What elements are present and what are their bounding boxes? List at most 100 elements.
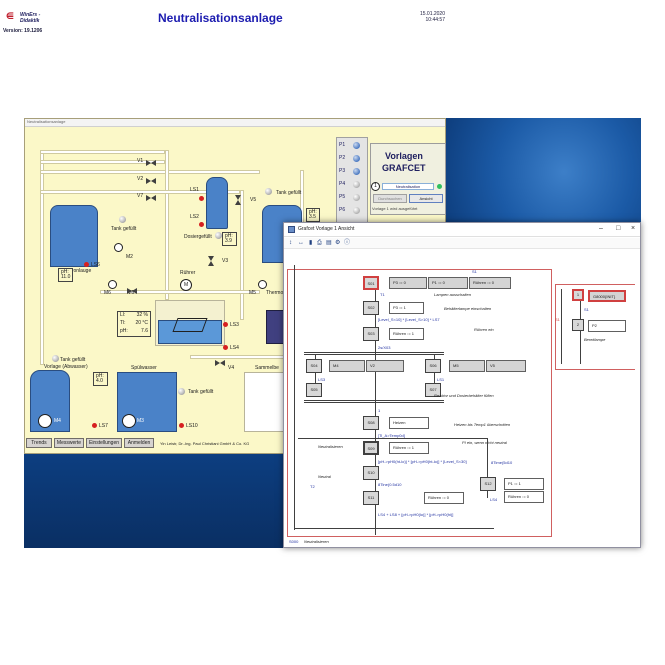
level-label: Ll: bbox=[120, 312, 126, 318]
sensor-ls6 bbox=[84, 262, 89, 267]
close-icon[interactable]: × bbox=[631, 225, 636, 232]
trends-button[interactable]: Trends bbox=[26, 438, 52, 448]
winers-titlebar[interactable]: Neutralisationsanlage bbox=[25, 119, 445, 127]
tank-full-lamp-2 bbox=[265, 188, 272, 195]
winers-window-title: Neutralisationsanlage bbox=[27, 119, 66, 124]
ph-right-readout: pH: 3.5 bbox=[306, 208, 320, 222]
cond-right-s1b: S1 bbox=[555, 317, 560, 322]
stirrer-motor-icon[interactable] bbox=[180, 279, 192, 291]
valve-v5-icon[interactable] bbox=[235, 195, 248, 205]
step-s05[interactable]: S05 bbox=[306, 383, 322, 397]
settings-icon[interactable]: ⚙ bbox=[335, 240, 341, 246]
pump-m5-icon[interactable] bbox=[258, 280, 267, 289]
chart-icon[interactable]: ▤ bbox=[326, 240, 332, 246]
valve-v4-icon[interactable] bbox=[215, 353, 225, 366]
valve-label-v6: V6 bbox=[128, 290, 135, 296]
step-s06[interactable]: S06 bbox=[425, 359, 441, 373]
step-p1[interactable]: 1 bbox=[572, 289, 584, 301]
main-flow-line bbox=[375, 285, 376, 535]
p3-lamp bbox=[353, 168, 360, 175]
plant-time: 10:44:57 bbox=[425, 17, 445, 23]
grafcet-toolbar: ↕ ↔ ▮ ⎙ ▤ ⚙ ⓘ bbox=[284, 238, 640, 249]
step-s02[interactable]: S02 bbox=[363, 301, 379, 315]
step-s10[interactable]: S10 bbox=[363, 466, 379, 480]
pump-label-m5: M5 bbox=[249, 290, 256, 296]
level-row: Ll:32 % bbox=[120, 313, 148, 318]
zoom-in-icon[interactable]: ↕ bbox=[289, 240, 292, 246]
dosier-tank bbox=[206, 177, 228, 229]
text-neutralisieren: Neutralisieren bbox=[318, 444, 343, 449]
branch-right bbox=[434, 354, 435, 394]
p5-label: P5 bbox=[339, 194, 346, 200]
action-heizen: Heizen bbox=[389, 417, 429, 429]
maximize-icon[interactable]: □ bbox=[616, 225, 621, 232]
right-return-line bbox=[561, 289, 562, 364]
step-p2[interactable]: 2 bbox=[572, 319, 584, 331]
red-frame2-left bbox=[555, 284, 556, 369]
sensor-ls1 bbox=[199, 196, 204, 201]
text-reaktor-fuellen: Reaktor und Dosierbehälter füllen bbox=[434, 393, 494, 398]
split-line-1 bbox=[304, 352, 444, 353]
grafcet-window-title: Grafcet Vorlage 1 Ansicht bbox=[298, 226, 355, 232]
valve-label-v1: V1 bbox=[137, 158, 144, 164]
print-icon[interactable]: ⎙ bbox=[317, 240, 322, 246]
anmelden-button[interactable]: Anmelden bbox=[124, 438, 154, 448]
grafcet-canvas: S01 P3 := 0 P1 := 0 Rühren := 0 S1 Lampe… bbox=[284, 249, 640, 547]
text-behaelterlampe: Behälterlampe einschalten bbox=[444, 306, 492, 311]
valve-v3-icon[interactable] bbox=[208, 256, 221, 266]
info-icon[interactable]: ⓘ bbox=[344, 240, 351, 246]
browse-button[interactable]: Durchsuchen bbox=[373, 194, 407, 203]
version-label: Version: 19.1206 bbox=[3, 28, 43, 34]
p5-lamp bbox=[353, 194, 360, 201]
bottom-return bbox=[294, 528, 494, 529]
sensor-label-ls7: LS7 bbox=[99, 423, 108, 429]
pipe-center-vertical bbox=[165, 150, 169, 300]
natron-label: Natronlauge bbox=[64, 268, 92, 274]
minimize-icon[interactable]: – bbox=[599, 225, 603, 232]
pump-m2-icon[interactable] bbox=[114, 243, 123, 252]
branch-s12 bbox=[487, 438, 488, 498]
pump-m3-icon[interactable] bbox=[122, 414, 136, 428]
ph-row: pH:7.6 bbox=[120, 329, 148, 334]
vorlage-name-field[interactable]: Neutralisation bbox=[382, 183, 434, 190]
step-s08[interactable]: S08 bbox=[363, 416, 379, 430]
cond-temp: [Ti_A>Temp0d] bbox=[378, 433, 405, 438]
action-p2: P2 bbox=[588, 320, 626, 332]
valve-label-v2: V2 bbox=[137, 176, 144, 182]
cond-t1: T1 bbox=[380, 292, 385, 297]
valve-v6-icon[interactable] bbox=[127, 281, 137, 294]
step-s07[interactable]: S07 bbox=[425, 383, 441, 397]
save-icon[interactable]: ▮ bbox=[309, 240, 313, 246]
action-p3-0: P3 := 0 bbox=[389, 277, 427, 289]
einstellungen-button[interactable]: Einstellungen bbox=[86, 438, 122, 448]
view-button[interactable]: Ansicht bbox=[409, 194, 443, 203]
messwerte-button[interactable]: Messwerte bbox=[54, 438, 84, 448]
tank-full-label-2: Tank gefüllt bbox=[276, 190, 302, 196]
step-s11[interactable]: S11 bbox=[363, 491, 379, 505]
text-bereitlampe: Bereitlampe bbox=[584, 337, 606, 342]
cond-final: LS4 + LS8 + [pH->pH0(lo)] * [pH->pH0(hi)… bbox=[378, 512, 454, 517]
pump-m6-icon[interactable] bbox=[108, 280, 117, 289]
zoom-out-icon[interactable]: ↔ bbox=[298, 240, 304, 246]
step-s04[interactable]: S04 bbox=[306, 359, 322, 373]
ph-dosier-readout: pH: 3.9 bbox=[222, 232, 237, 246]
grafcet-titlebar[interactable]: Grafcet Vorlage 1 Ansicht – □ × bbox=[284, 223, 640, 237]
pump-m4-icon[interactable] bbox=[38, 414, 52, 428]
action-m5: M5 bbox=[449, 360, 485, 372]
step-s03[interactable]: S03 bbox=[363, 327, 379, 341]
p4-lamp bbox=[353, 181, 360, 188]
sensor-ls4 bbox=[223, 345, 228, 350]
valve-v7-icon[interactable] bbox=[146, 188, 156, 201]
step-s09[interactable]: S09 bbox=[363, 441, 379, 455]
step-s01[interactable]: S01 bbox=[363, 276, 379, 290]
join-line-2 bbox=[304, 402, 444, 403]
cond-t2: T2 bbox=[310, 484, 315, 489]
pipe-left-vertical bbox=[40, 150, 44, 365]
red-frame-bottom bbox=[287, 536, 552, 537]
valve-v2-icon[interactable] bbox=[146, 171, 156, 184]
valve-v1-icon[interactable] bbox=[146, 153, 156, 166]
step-s12[interactable]: S12 bbox=[480, 477, 496, 491]
ph-label: pH: bbox=[120, 328, 128, 334]
sensor-ls3 bbox=[223, 322, 228, 327]
vorlage-number[interactable]: 1 bbox=[371, 182, 380, 191]
